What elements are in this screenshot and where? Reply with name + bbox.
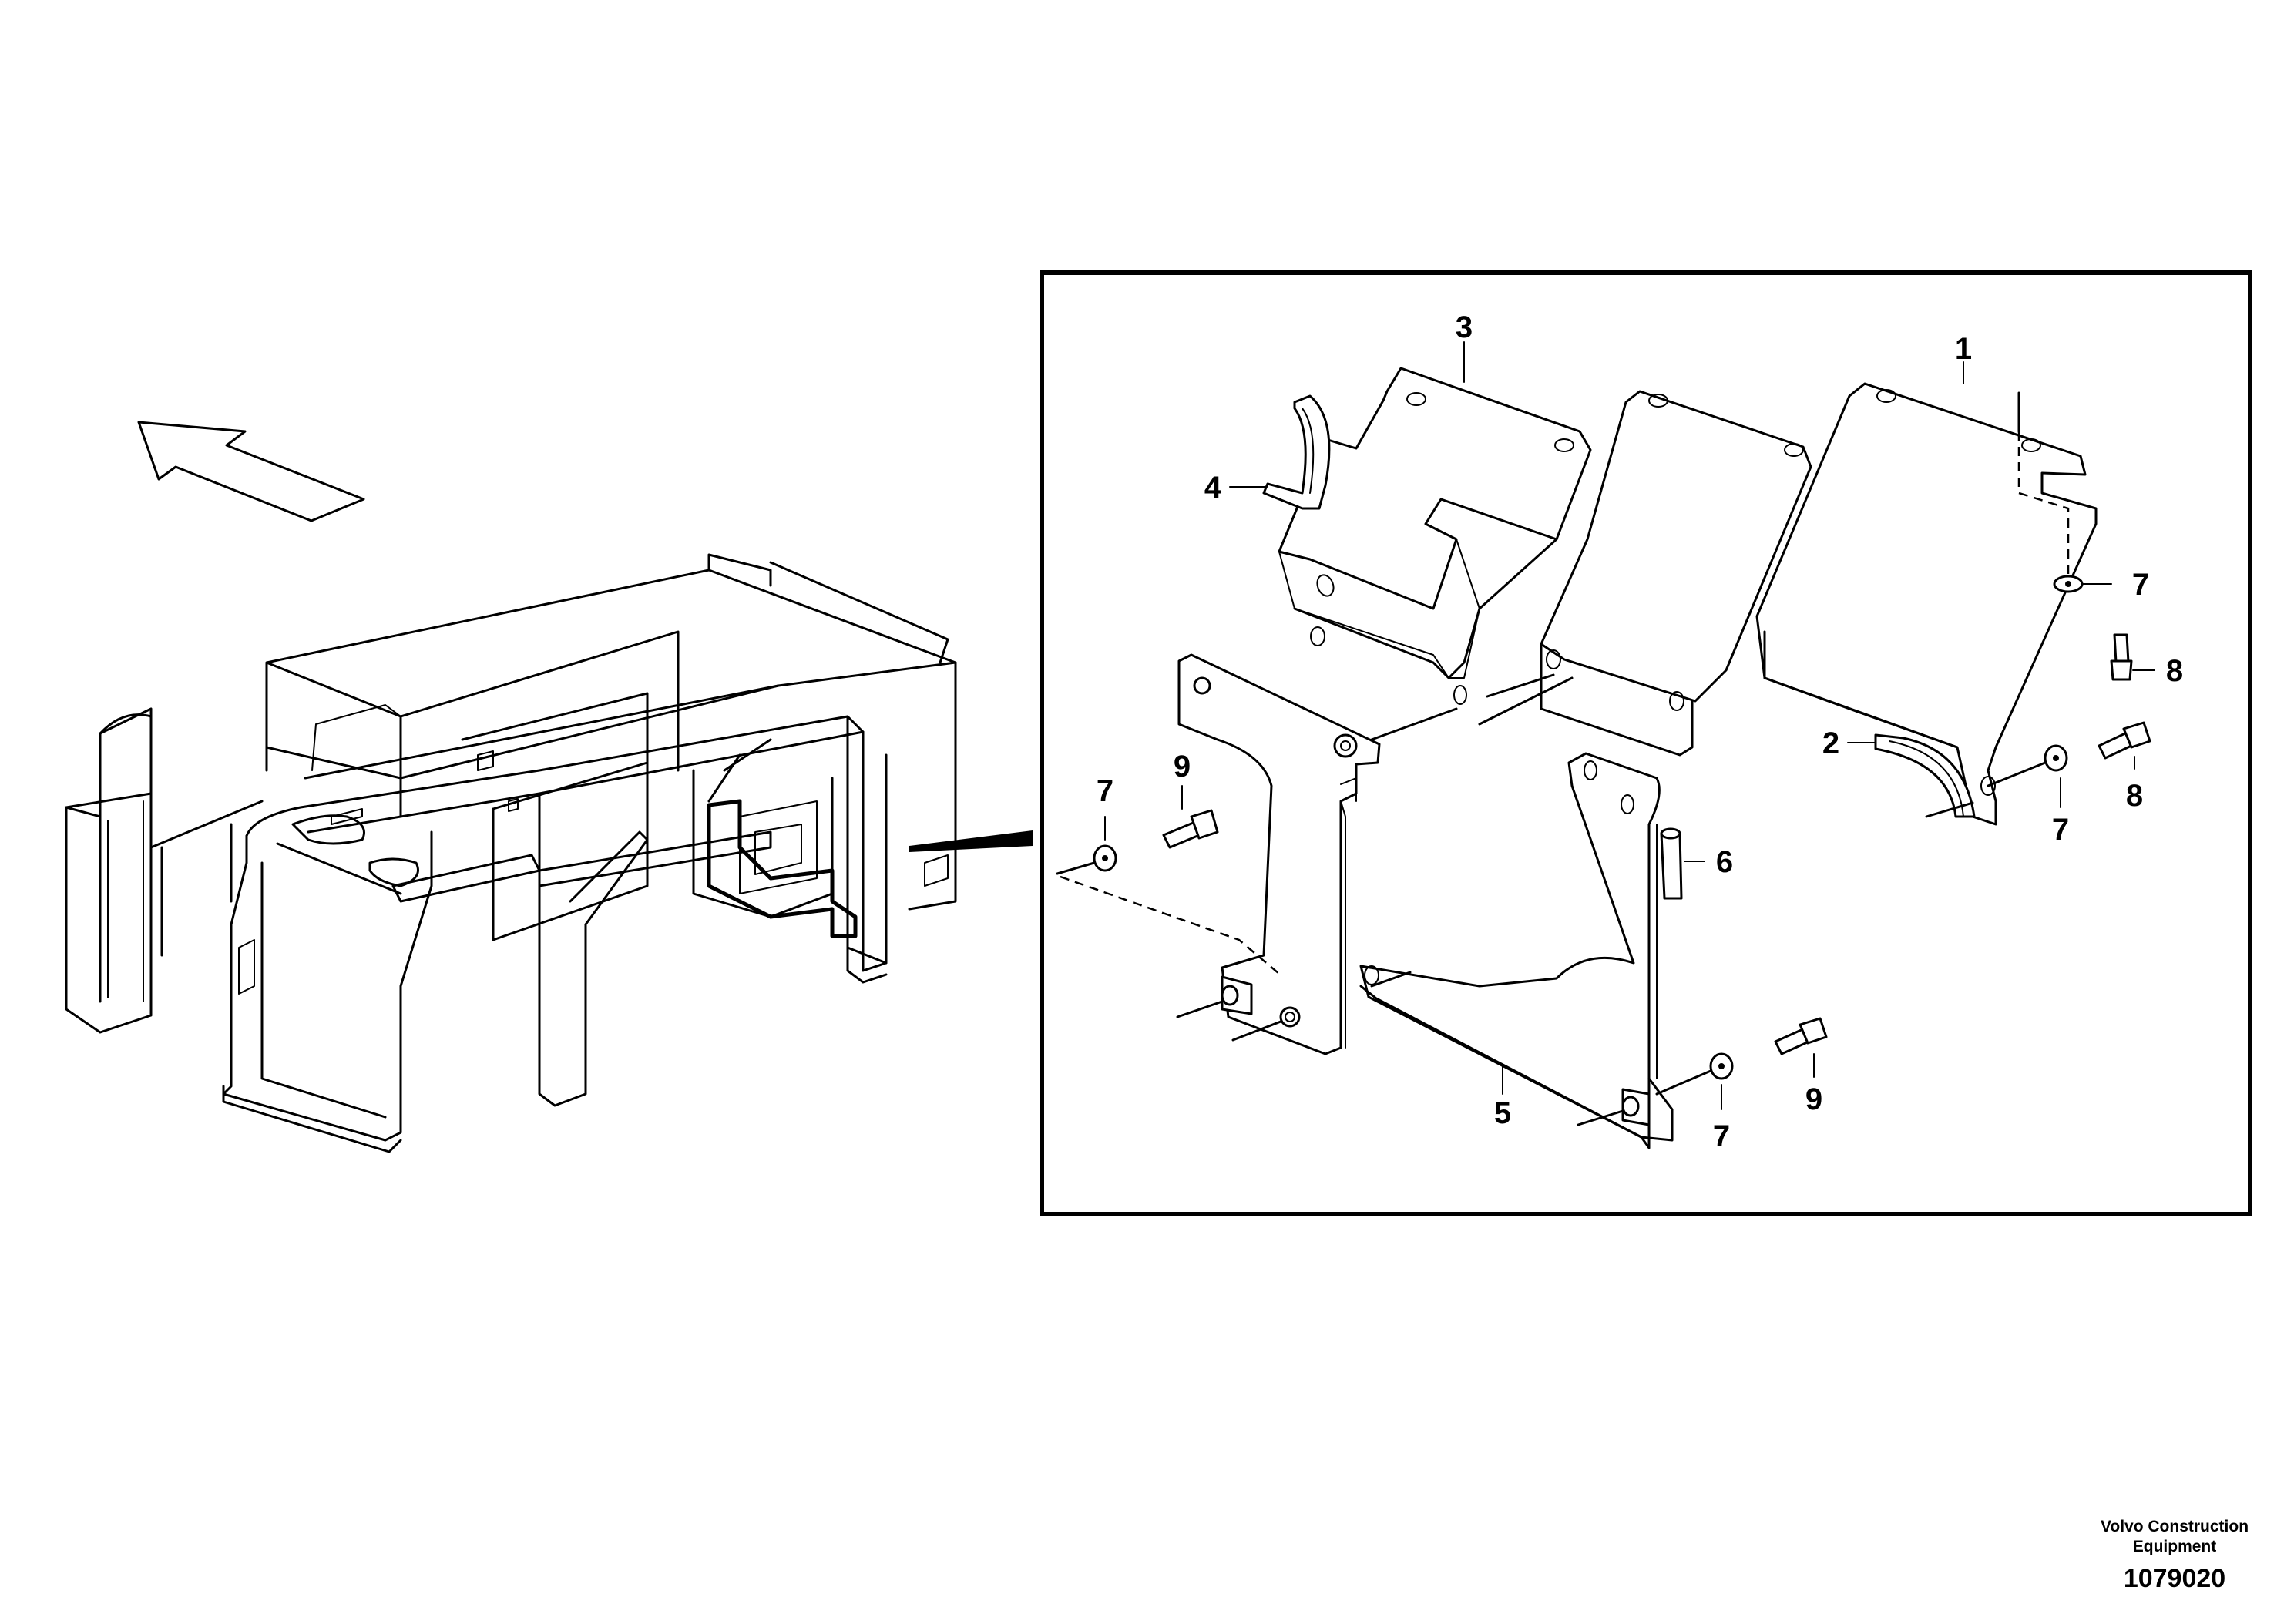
callout-3: 3 [1456, 310, 1473, 344]
callout-9-left: 9 [1174, 750, 1191, 783]
cover-plate-part-3 [1278, 367, 1592, 705]
callout-8-right: 8 [2126, 779, 2143, 813]
callout-leaders [1104, 341, 2155, 1110]
callout-6: 6 [1716, 845, 1733, 879]
callout-9-bottom: 9 [1805, 1082, 1822, 1116]
callout-5: 5 [1494, 1096, 1511, 1130]
callout-7-left: 7 [1097, 774, 1113, 808]
brand-line-1: Volvo Construction [2101, 1518, 2249, 1535]
detail-inset-frame [1040, 270, 2252, 1216]
callout-2: 2 [1822, 726, 1839, 760]
footer-block: Volvo Construction Equipment 1079020 [2101, 1518, 2249, 1593]
cover-plate-twin [1540, 390, 1812, 757]
brand-line-2: Equipment [2133, 1538, 2217, 1555]
callout-4: 4 [1204, 471, 1222, 505]
washer-bolt-set-2 [2053, 575, 2133, 681]
direction-arrow-icon [137, 421, 365, 522]
cover-plate-part-1 [1755, 382, 2098, 826]
callout-labels: 1 2 3 4 5 6 7 7 7 7 8 8 9 9 [1097, 310, 2183, 1153]
callout-7-bottom: 7 [1713, 1119, 1730, 1153]
spacer-part-6 [1660, 827, 1683, 900]
machine-frame-overview [65, 553, 957, 1153]
edge-strip-part-2 [1874, 733, 1976, 818]
edge-protector-part-4 [1262, 394, 1331, 510]
callout-7-right: 7 [2052, 813, 2069, 847]
mounting-bracket-left [1177, 653, 1381, 1055]
washer-bolt-set-3 [2044, 721, 2151, 772]
drawing-number: 1079020 [2124, 1564, 2225, 1593]
callout-8-top: 8 [2166, 654, 2183, 688]
detail-parts [1056, 367, 2151, 1149]
washer-bolt-set-1 [1056, 809, 1219, 875]
detail-pointer [909, 830, 1033, 852]
washer-bolt-set-4 [1709, 1017, 1828, 1080]
plate-part-5 [1359, 752, 1674, 1149]
callout-7-top: 7 [2132, 568, 2149, 602]
callout-1: 1 [1955, 332, 1972, 366]
